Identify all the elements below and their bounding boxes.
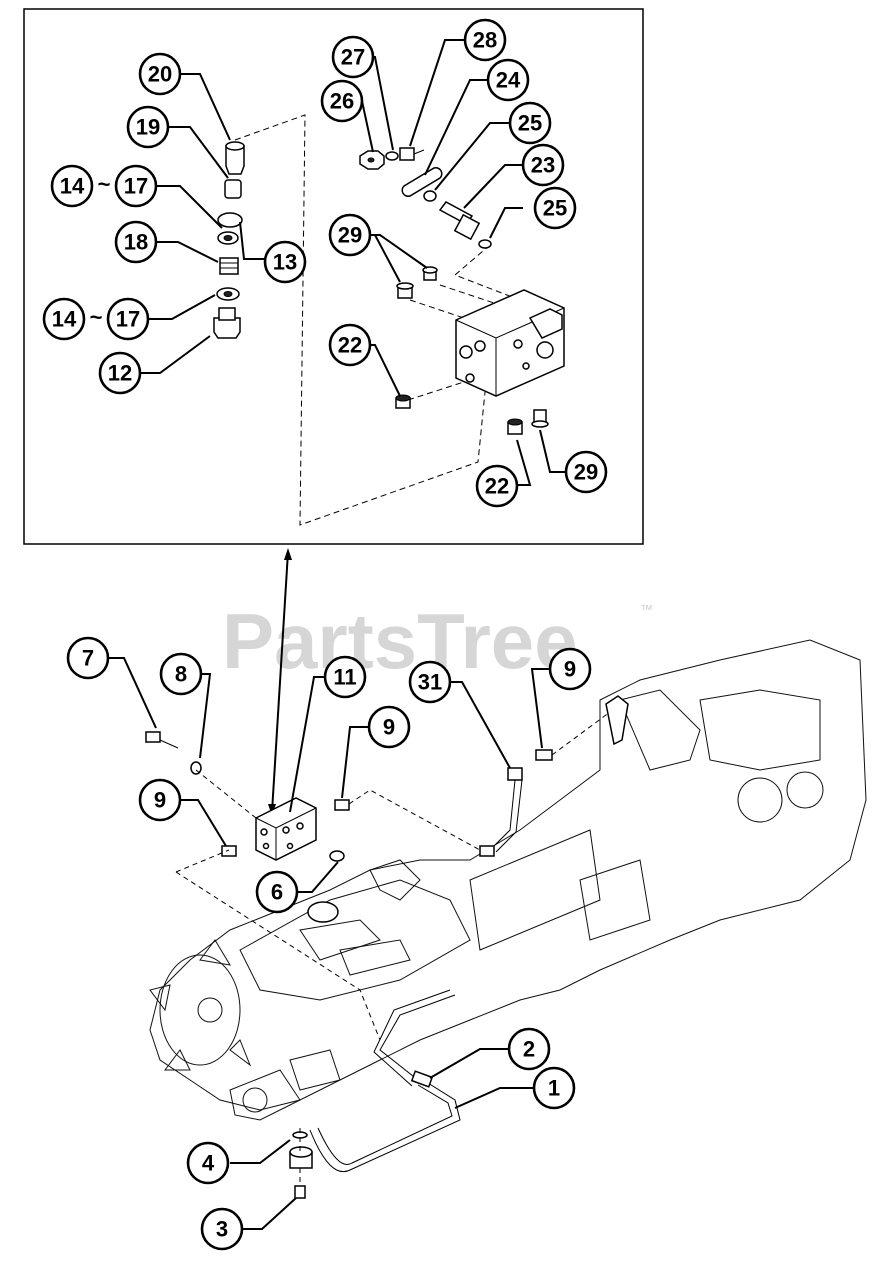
callout-28: 28 (463, 18, 507, 62)
callout-25-upper: 25 (508, 101, 552, 145)
callout-13: 13 (263, 240, 307, 284)
callout-2: 2 (507, 1027, 551, 1071)
callout-26: 26 (320, 79, 364, 123)
callout-14-17-upper: 14 ~17 (50, 164, 158, 208)
callout-4: 4 (186, 1141, 230, 1185)
svg-text:9: 9 (564, 657, 576, 682)
callout-9-left: 9 (138, 778, 182, 822)
callout-9-right: 9 (548, 647, 592, 691)
svg-text:20: 20 (148, 62, 172, 87)
svg-text:25: 25 (518, 111, 542, 136)
svg-text:18: 18 (124, 230, 148, 255)
callout-29-lower: 29 (564, 450, 608, 494)
watermark-brand: PartsTree (222, 597, 578, 685)
svg-text:4: 4 (202, 1151, 215, 1176)
callout-29-upper: 29 (328, 213, 372, 257)
svg-text:27: 27 (341, 45, 365, 70)
callout-8: 8 (159, 652, 203, 696)
svg-text:22: 22 (338, 333, 362, 358)
callout-24: 24 (486, 58, 530, 102)
detail-inset-box (23, 8, 644, 545)
callout-7: 7 (66, 636, 110, 680)
svg-text:25: 25 (543, 196, 567, 221)
svg-text:24: 24 (496, 68, 521, 93)
svg-text:14: 14 (52, 307, 77, 332)
svg-text:8: 8 (175, 662, 187, 687)
inset-parts (213, 114, 565, 526)
svg-text:9: 9 (383, 715, 395, 740)
svg-text:12: 12 (108, 361, 132, 386)
callout-31: 31 (408, 660, 452, 704)
svg-text:9: 9 (154, 788, 166, 813)
svg-text:29: 29 (574, 460, 598, 485)
watermark-trademark: ™ (640, 602, 653, 617)
svg-text:19: 19 (136, 115, 160, 140)
callout-22-upper: 22 (328, 323, 372, 367)
callout-18: 18 (114, 220, 158, 264)
svg-text:7: 7 (82, 646, 94, 671)
svg-text:13: 13 (273, 250, 297, 275)
svg-text:1: 1 (548, 1076, 560, 1101)
svg-text:3: 3 (216, 1217, 228, 1242)
callout-22-lower: 22 (475, 464, 519, 508)
svg-text:~: ~ (90, 305, 103, 330)
svg-text:11: 11 (333, 665, 356, 690)
main-assembly (145, 639, 867, 1199)
svg-text:31: 31 (418, 670, 442, 695)
callout-9-middle: 9 (367, 705, 411, 749)
callout-11: 11 (323, 655, 367, 699)
svg-text:14: 14 (60, 174, 85, 199)
svg-text:2: 2 (523, 1037, 535, 1062)
svg-text:6: 6 (271, 880, 283, 905)
callout-23: 23 (521, 143, 565, 187)
svg-text:22: 22 (485, 474, 509, 499)
callout-25-lower: 25 (533, 186, 577, 230)
svg-text:17: 17 (116, 307, 140, 332)
svg-text:~: ~ (98, 172, 111, 197)
callout-14-17-lower: 14 ~17 (42, 297, 150, 341)
svg-text:17: 17 (124, 174, 148, 199)
callout-1: 1 (532, 1066, 576, 1110)
callout-19: 19 (126, 105, 170, 149)
callout-12: 12 (98, 351, 142, 395)
svg-text:29: 29 (338, 223, 362, 248)
main-leaders (108, 657, 551, 1230)
callout-20: 20 (138, 52, 182, 96)
svg-text:26: 26 (330, 89, 354, 114)
svg-text:23: 23 (531, 153, 555, 178)
callout-27: 27 (331, 35, 375, 79)
callout-3: 3 (200, 1207, 244, 1251)
callout-6: 6 (255, 870, 299, 914)
svg-text:28: 28 (473, 28, 497, 53)
